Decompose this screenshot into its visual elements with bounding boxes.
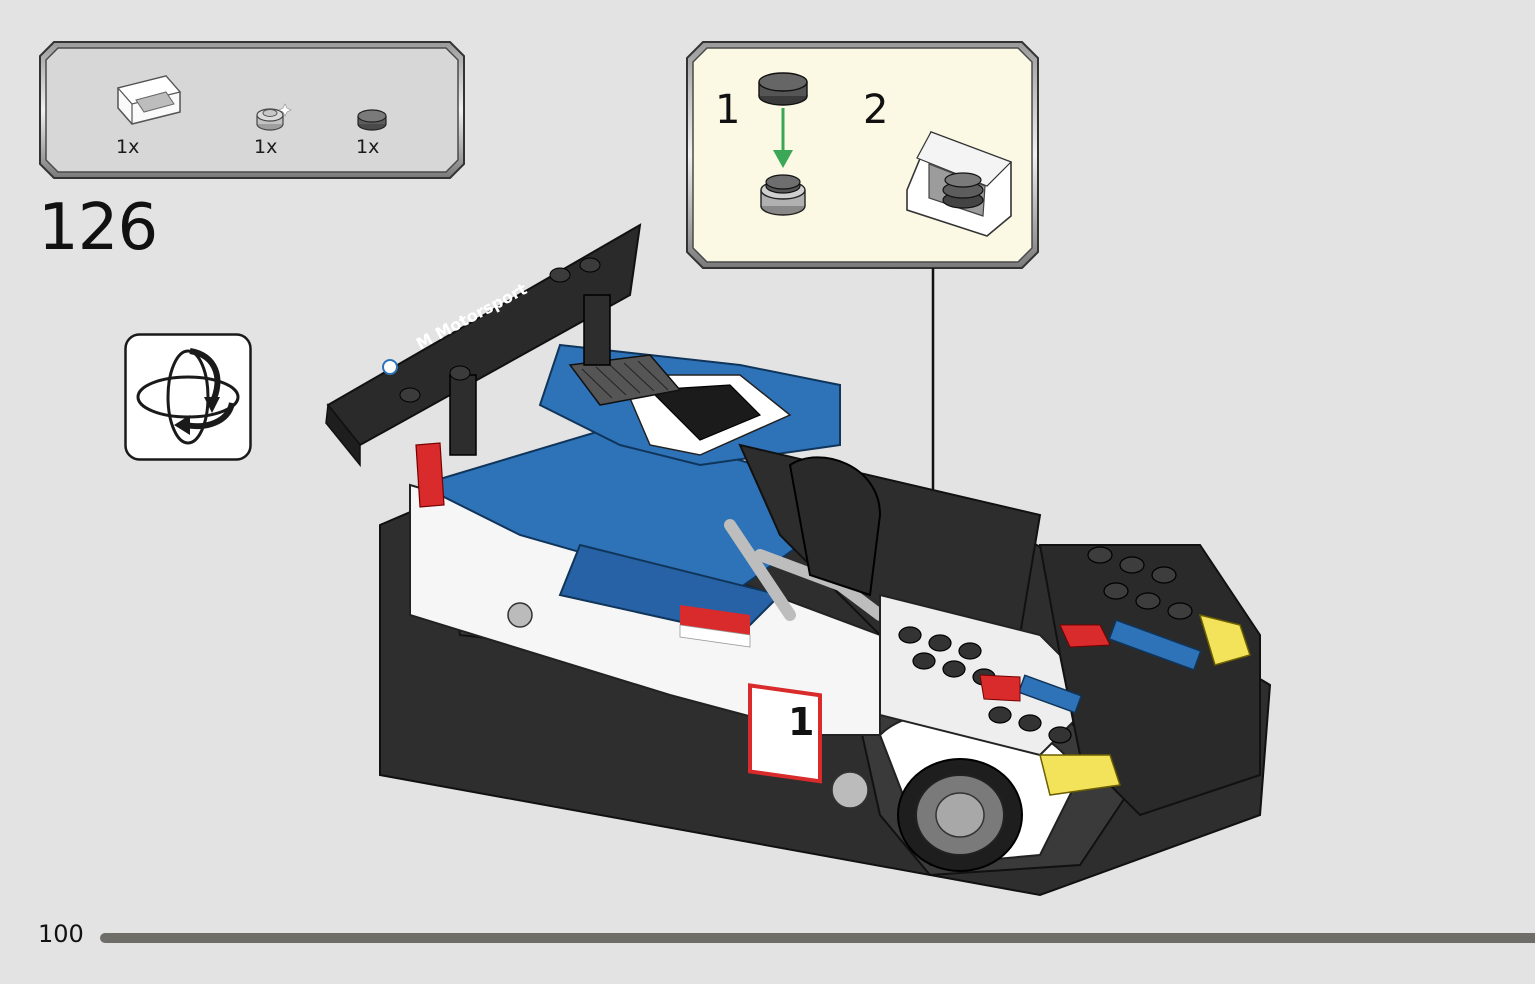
part-quantity: 1x [116, 136, 140, 158]
progress-bar [100, 933, 1535, 943]
sub-step-number: 1 [715, 87, 741, 133]
sub-step-number: 2 [863, 87, 889, 133]
rotate-model-icon [124, 333, 252, 461]
sub-assembly-callout: 1 2 [685, 40, 1040, 270]
parts-box-frame [39, 41, 465, 179]
step-number: 126 [38, 191, 158, 265]
headlight [1039, 754, 1121, 796]
light-gray-round-plate-icon [256, 103, 292, 131]
sub-assembly-frame [686, 41, 1039, 269]
white-slope-bracket-icon [116, 75, 182, 125]
part-quantity: 1x [254, 136, 278, 158]
race-car-model-illustration: 1 M Motorsport [325, 223, 1272, 897]
part-quantity: 1x [356, 136, 380, 158]
dark-gray-round-tile-icon [357, 109, 387, 131]
parts-list-callout: 1x 1x 1x [38, 40, 466, 180]
door-number: 1 [788, 700, 814, 744]
page-number: 100 [38, 920, 84, 948]
headlight [1198, 613, 1251, 666]
front-wheel [897, 758, 1023, 872]
